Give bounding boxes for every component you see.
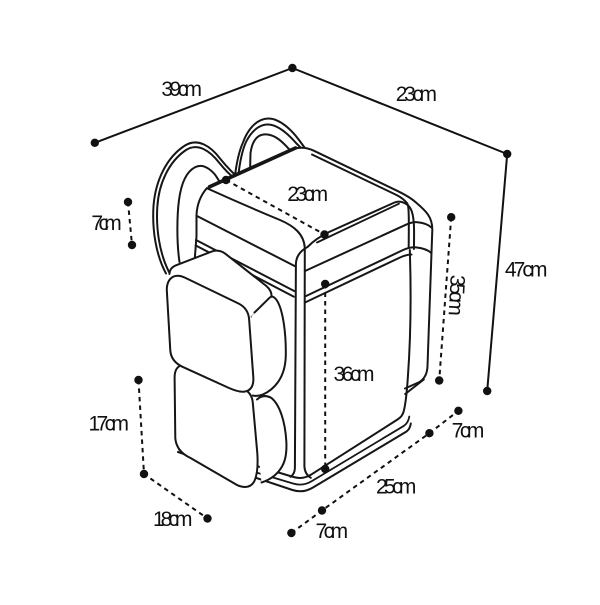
svg-text:47cm: 47cm: [505, 259, 548, 282]
svg-text:7cm: 7cm: [91, 212, 121, 235]
svg-text:25cm: 25cm: [376, 476, 416, 499]
svg-text:39cm: 39cm: [161, 78, 202, 101]
svg-text:7cm: 7cm: [316, 520, 349, 543]
svg-text:7cm: 7cm: [452, 420, 485, 443]
svg-text:36cm: 36cm: [334, 363, 375, 386]
svg-text:23cm: 23cm: [396, 83, 437, 106]
svg-text:18cm: 18cm: [153, 508, 193, 531]
svg-text:17cm: 17cm: [88, 413, 129, 436]
svg-text:23cm: 23cm: [287, 183, 328, 206]
svg-text:35cm: 35cm: [444, 274, 469, 316]
